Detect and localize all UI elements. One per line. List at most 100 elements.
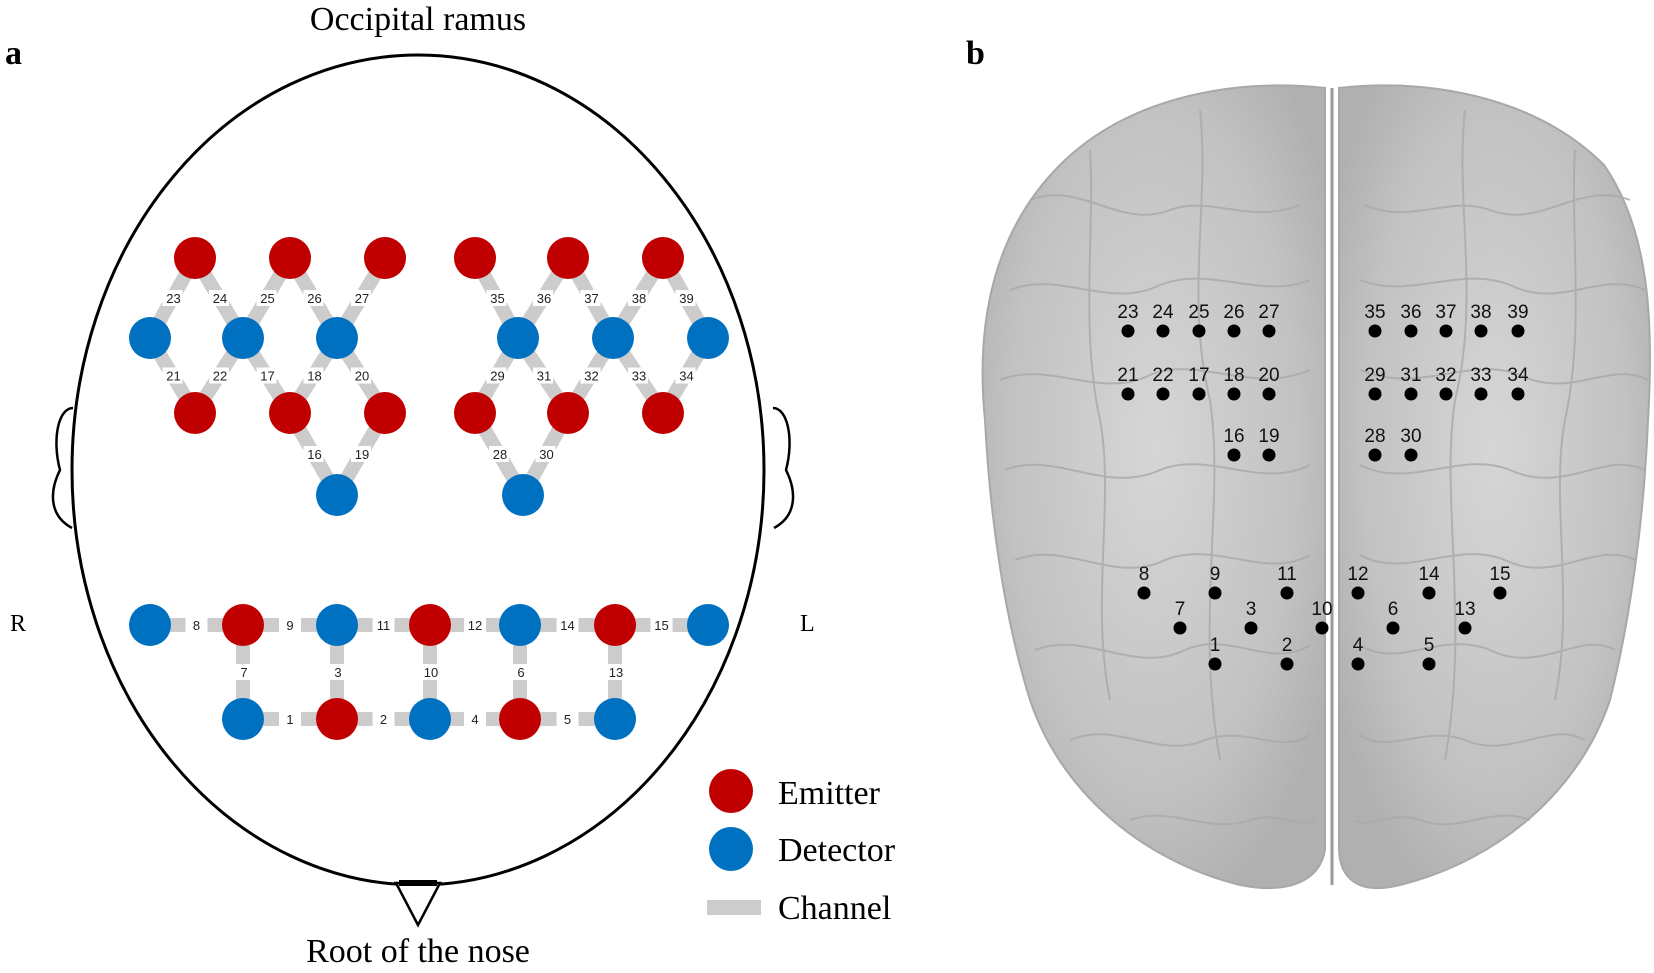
emitter-optode bbox=[454, 392, 496, 434]
channel-position-label: 36 bbox=[1400, 302, 1421, 323]
detector-optode bbox=[502, 474, 544, 516]
channel-number-label: 8 bbox=[193, 618, 200, 633]
brain-image bbox=[981, 84, 1652, 890]
channel-label-background bbox=[162, 367, 183, 384]
channel-position-dot bbox=[1192, 387, 1206, 401]
channel-number-label: 15 bbox=[654, 618, 668, 633]
channel-position-dot bbox=[1315, 621, 1329, 635]
channel-position-dot bbox=[1404, 324, 1418, 338]
channel-number-label: 37 bbox=[584, 291, 598, 306]
channel-position-dot bbox=[1474, 387, 1488, 401]
channel-label-background bbox=[628, 290, 648, 306]
channel-position-dot bbox=[1280, 586, 1294, 600]
channel-label-background bbox=[580, 367, 601, 384]
channel-label-background bbox=[303, 367, 324, 384]
channel-number-label: 29 bbox=[490, 369, 504, 384]
channel-number-label: 20 bbox=[355, 369, 369, 384]
channel-label-background bbox=[650, 617, 673, 633]
channel-position-label: 27 bbox=[1258, 302, 1279, 323]
channel-position-label: 19 bbox=[1258, 426, 1279, 447]
channel-position-dot bbox=[1439, 324, 1453, 338]
channel-label-background bbox=[486, 290, 507, 306]
brain-gyri-texture bbox=[999, 109, 1649, 826]
channel-position-label: 7 bbox=[1175, 599, 1186, 620]
channel-position-label: 9 bbox=[1210, 564, 1221, 585]
channel-position-label: 18 bbox=[1223, 365, 1244, 386]
channel-number-label: 24 bbox=[213, 291, 227, 306]
channel-position-dot bbox=[1404, 448, 1418, 462]
panel-a: a Occipital ramus Root of the nose R L 1… bbox=[5, 1, 896, 970]
channel-number-label: 2 bbox=[380, 712, 387, 727]
channel-position-label: 34 bbox=[1507, 365, 1529, 386]
channel-label-background bbox=[464, 617, 486, 633]
channel-position-label: 6 bbox=[1388, 599, 1399, 620]
emitter-optode bbox=[409, 604, 451, 646]
optodes bbox=[129, 237, 729, 740]
channel-position-label: 20 bbox=[1258, 365, 1279, 386]
channel-label-background bbox=[351, 367, 371, 384]
detector-optode bbox=[497, 317, 539, 359]
channel-number-label: 12 bbox=[468, 618, 482, 633]
channel-label-background bbox=[233, 664, 253, 680]
channel-position-label: 4 bbox=[1353, 635, 1364, 656]
channel-position-label: 16 bbox=[1223, 426, 1244, 447]
channel-label-background bbox=[327, 664, 347, 680]
channel-position-label: 35 bbox=[1364, 302, 1385, 323]
channel-number-label: 9 bbox=[286, 618, 293, 633]
channel-position-dot bbox=[1173, 621, 1187, 635]
channel-label-background bbox=[675, 367, 696, 384]
bottom-label: Root of the nose bbox=[306, 933, 530, 970]
channel-number-label: 17 bbox=[260, 369, 274, 384]
channel-label-background bbox=[420, 664, 440, 680]
channel-position-label: 3 bbox=[1246, 599, 1257, 620]
channel-label-background bbox=[628, 367, 648, 384]
channel-position-dot bbox=[1386, 621, 1400, 635]
emitter-optode bbox=[594, 604, 636, 646]
channel-label-background bbox=[256, 290, 277, 306]
channel-position-label: 26 bbox=[1223, 302, 1244, 323]
channel-position-dot bbox=[1511, 387, 1525, 401]
channel-label-background bbox=[533, 367, 553, 384]
channel-position-label: 21 bbox=[1117, 365, 1138, 386]
channel-label-background bbox=[209, 290, 229, 306]
channel-label-background bbox=[580, 290, 601, 306]
detector-optode bbox=[592, 317, 634, 359]
channel-label-background bbox=[605, 664, 625, 680]
right-ear bbox=[51, 406, 74, 530]
channel-position-dot bbox=[1121, 324, 1135, 338]
channel-number-label: 33 bbox=[632, 369, 646, 384]
detector-optode bbox=[316, 474, 358, 516]
channel-position-dot bbox=[1422, 586, 1436, 600]
detector-optode bbox=[499, 604, 541, 646]
legend-detector-label: Detector bbox=[778, 832, 896, 869]
detector-optode bbox=[687, 604, 729, 646]
emitter-optode bbox=[454, 237, 496, 279]
channel-position-dot bbox=[1227, 448, 1241, 462]
channel-position-dot bbox=[1208, 657, 1222, 671]
head-outline bbox=[70, 53, 766, 887]
detector-optode bbox=[222, 698, 264, 740]
channel-number-label: 10 bbox=[424, 665, 438, 680]
channel-label-background bbox=[351, 446, 371, 462]
channel-position-label: 11 bbox=[1277, 564, 1297, 585]
channel-number-label: 27 bbox=[355, 291, 369, 306]
emitter-optode bbox=[174, 237, 216, 279]
channel-number-label: 13 bbox=[609, 665, 623, 680]
legend-detector-swatch bbox=[709, 827, 753, 871]
channel-number-label: 6 bbox=[517, 665, 524, 680]
panel-b-label: b bbox=[966, 35, 985, 72]
channel-number-label: 39 bbox=[679, 291, 693, 306]
channel-number-label: 23 bbox=[166, 291, 180, 306]
channel-label-background bbox=[185, 617, 208, 633]
detector-optode bbox=[409, 698, 451, 740]
channel-position-dot bbox=[1404, 387, 1418, 401]
emitter-optode bbox=[174, 392, 216, 434]
channel-position-label: 10 bbox=[1311, 599, 1332, 620]
channel-number-label: 22 bbox=[213, 369, 227, 384]
channel-position-label: 2 bbox=[1282, 635, 1293, 656]
channel-position-label: 5 bbox=[1424, 635, 1435, 656]
detector-optode bbox=[129, 317, 171, 359]
channel-position-label: 15 bbox=[1489, 564, 1510, 585]
